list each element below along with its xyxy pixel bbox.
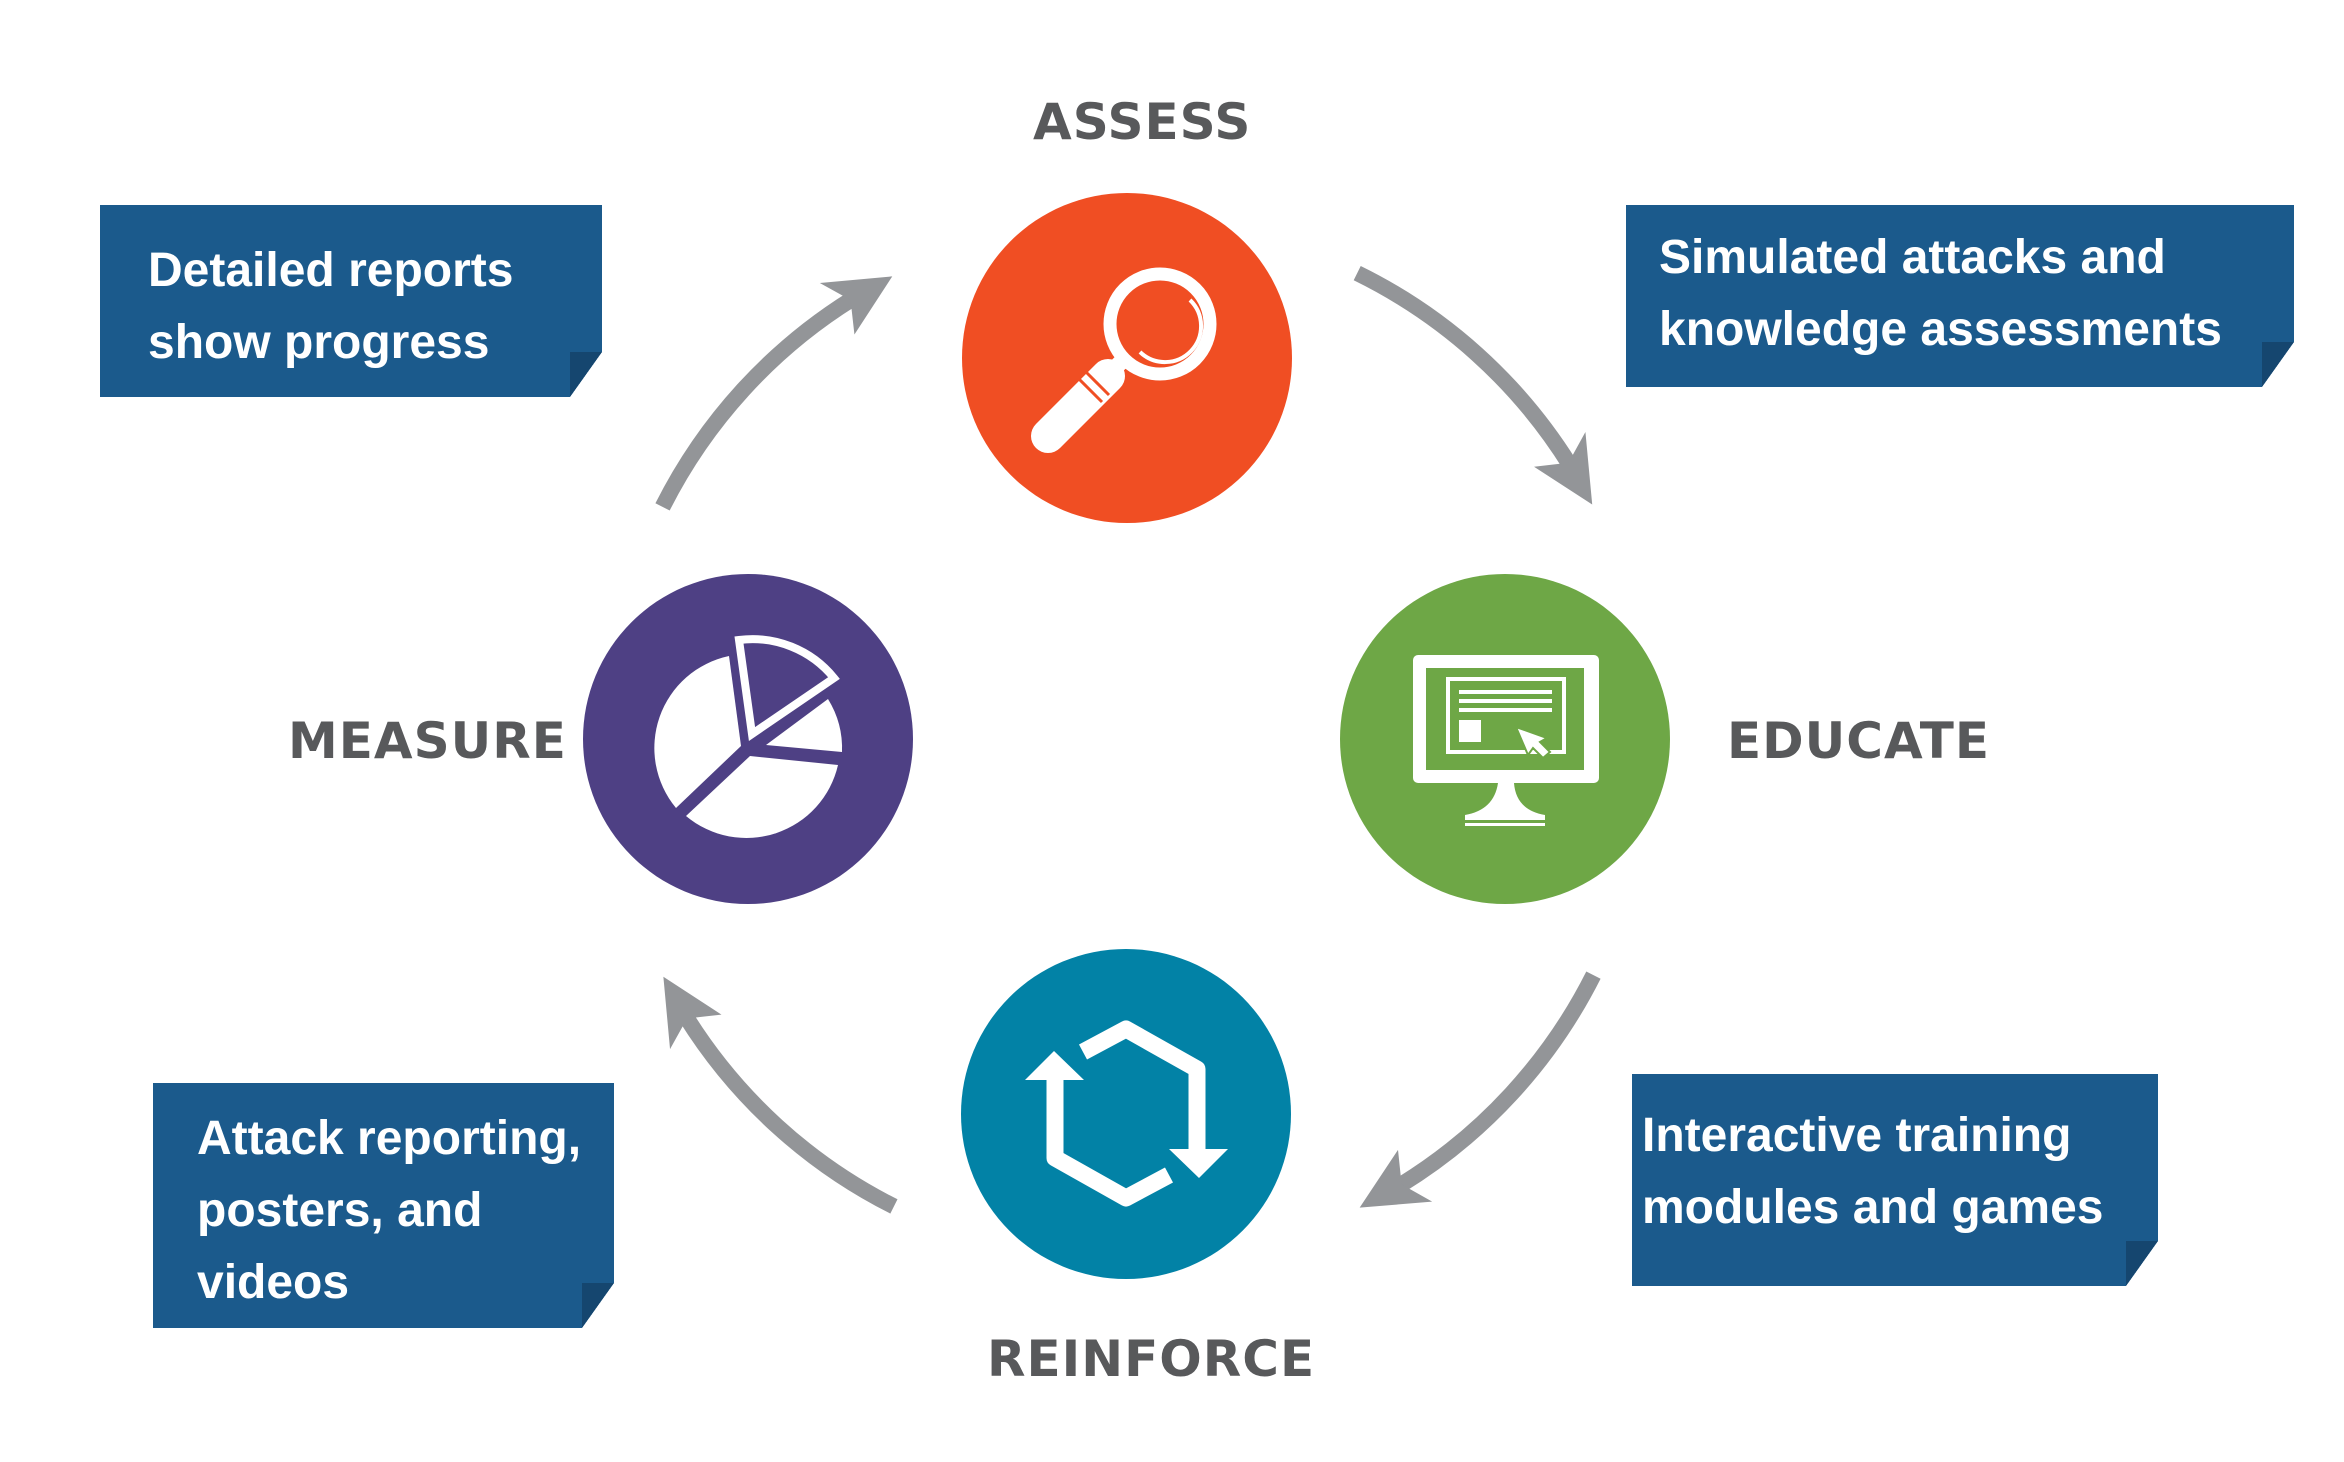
note-assess-line-2: knowledge assessments [1659,303,2222,356]
measure-circle [583,574,913,904]
educate-node [1340,574,1670,904]
arrow-shaft-measure-to-assess [655,292,857,511]
arrow-head-educate-to-reinforce [1359,1149,1433,1208]
assess-node [962,193,1292,523]
note-measure: Detailed reports show progress [100,205,602,397]
stage-label-educate: EDUCATE [1727,712,1991,770]
note-reinforce-line-2: posters, and [197,1184,483,1237]
stage-label-reinforce: REINFORCE [987,1330,1316,1388]
pie-chart-icon [654,635,843,838]
note-educate-line-2: modules and games [1642,1181,2104,1234]
note-reinforce-line-3: videos [197,1256,350,1309]
note-educate-line-1: Interactive training [1642,1109,2072,1162]
note-measure-line-2: show progress [148,316,490,369]
note-reinforce-line-1: Attack reporting, [197,1112,582,1165]
note-assess-line-1: Simulated attacks and [1659,231,2166,284]
reinforce-circle [961,949,1291,1279]
magnifying-glass-icon [1031,267,1217,453]
arrow-head-reinforce-to-measure [663,976,722,1050]
stage-label-assess: ASSESS [1033,93,1252,151]
computer-monitor-icon [1413,655,1599,826]
stage-label-measure: MEASURE [288,712,567,770]
arrow-shaft-educate-to-reinforce [1395,971,1601,1193]
reinforce-node [961,949,1291,1279]
arrow-head-measure-to-assess [819,276,893,335]
cycle-arrows-icon [1025,1020,1228,1207]
arrow-head-assess-to-educate [1534,432,1593,505]
arrow-shaft-reinforce-to-measure [679,1012,898,1214]
note-reinforce: Attack reporting, posters, and videos [153,1083,614,1328]
arrow-shaft-assess-to-educate [1353,265,1577,469]
note-assess: Simulated attacks and knowledge assessme… [1626,205,2294,387]
flow-arrows [655,265,1601,1214]
note-measure-line-1: Detailed reports [148,244,514,297]
note-educate: Interactive training modules and games [1632,1074,2158,1286]
measure-node [583,574,913,904]
